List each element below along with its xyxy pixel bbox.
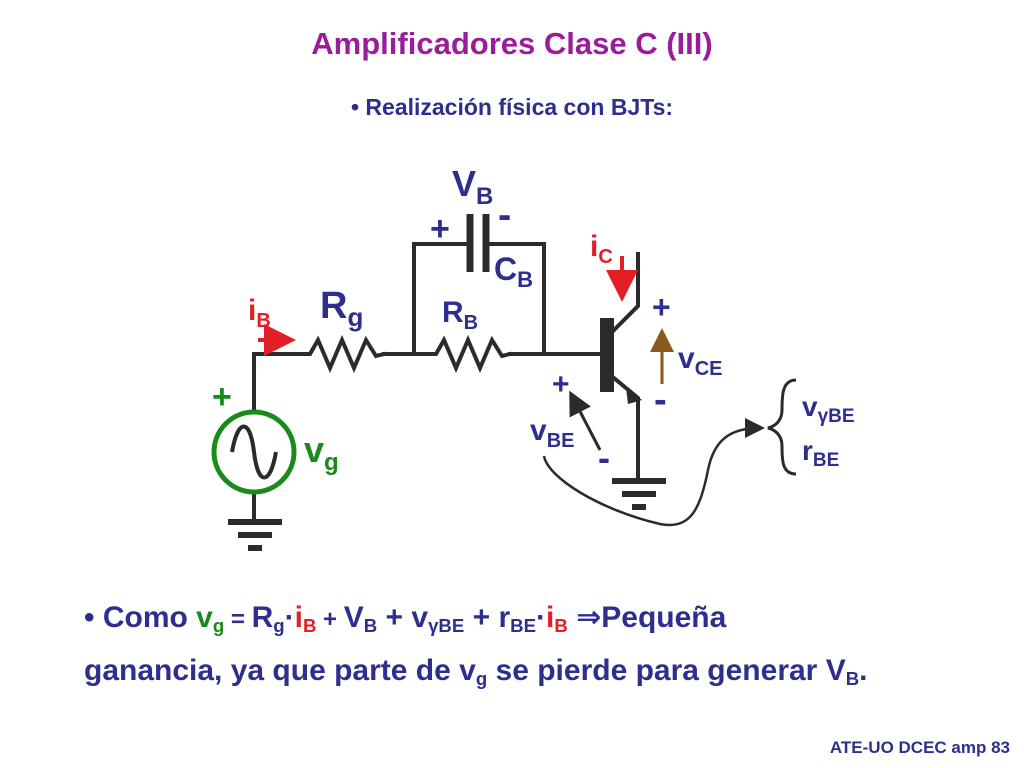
resistor-rb <box>426 334 513 374</box>
label-rg: Rg <box>320 285 363 332</box>
label-vgamma-be: vγBE <box>802 391 855 427</box>
label-vg: vg <box>304 429 339 476</box>
transistor-emitter-arrow <box>626 388 642 404</box>
equation-line-2: ganancia, ya que parte de vg se pierde p… <box>84 654 867 690</box>
eq-rg: Rg <box>251 601 285 637</box>
label-vg-plus: + <box>212 378 232 416</box>
subtitle-bullet: • Realización física con BJTs: <box>350 94 674 120</box>
eq-bullet: • Como <box>84 601 197 634</box>
label-ic: iC <box>590 230 613 268</box>
eq-plus-2: + <box>377 601 412 634</box>
eq2-vb: VB <box>825 654 860 690</box>
eq-dot: · <box>284 601 295 634</box>
eq2-text-b: se pierde para generar <box>487 654 826 687</box>
eq-rbe: rBE <box>498 601 536 637</box>
wire-cb-branch <box>412 242 470 356</box>
eq-ib-2: iB <box>546 601 568 637</box>
page-title: Amplificadores Clase C (III) <box>311 26 713 61</box>
resistor-rg <box>298 334 387 374</box>
label-cb: CB <box>494 251 533 292</box>
label-vb: VB <box>452 163 493 210</box>
transistor-collector <box>611 252 640 333</box>
eq2-vg: vg <box>459 654 488 690</box>
eq-ib: iB <box>294 601 317 637</box>
label-rbe: rBE <box>802 435 839 471</box>
label-ib: iB <box>248 294 271 332</box>
eq2-text-a: ganancia, ya que parte de <box>84 654 460 687</box>
ground-symbol-source <box>228 519 282 551</box>
eq-vb: VB <box>343 601 378 637</box>
label-rb: RB <box>442 296 478 334</box>
brace <box>767 378 797 476</box>
label-vbe-minus: - <box>598 437 610 478</box>
label-cb-minus: - <box>498 193 511 237</box>
ground-symbol-transistor <box>612 478 666 510</box>
ac-source-wave-icon <box>230 424 278 480</box>
wire-cb-right <box>484 242 546 356</box>
label-vce-plus: + <box>652 289 671 325</box>
connector-curve <box>542 418 765 527</box>
vbe-arrow <box>569 390 602 451</box>
eq-equals: = <box>224 606 252 633</box>
eq-vg: vg <box>196 601 225 637</box>
label-vce: vCE <box>678 342 722 380</box>
eq2-period: . <box>859 654 868 687</box>
label-vbe: vBE <box>530 414 574 452</box>
wire-source-top <box>252 352 302 414</box>
eq-plus-1: + <box>316 606 344 633</box>
label-cb-plus: + <box>430 210 450 248</box>
transistor-base-bar <box>600 318 614 392</box>
label-vce-minus: - <box>654 379 667 421</box>
eq-plus-3: + <box>464 601 499 634</box>
eq-tail: Pequeña <box>601 601 727 634</box>
label-vbe-plus: + <box>552 368 570 401</box>
equation-line-1: • Como vg = Rg·iB + VB + vγBE + rBE·iB ⇒… <box>84 600 726 637</box>
footer-label: ATE-UO DCEC amp 83 <box>829 738 1010 757</box>
ac-source-circle <box>211 409 297 495</box>
eq-implies: ⇒ <box>567 601 602 634</box>
eq-vgamma: vγBE <box>411 601 465 637</box>
transistor-emitter <box>611 375 640 478</box>
eq-dot-2: · <box>536 601 546 634</box>
